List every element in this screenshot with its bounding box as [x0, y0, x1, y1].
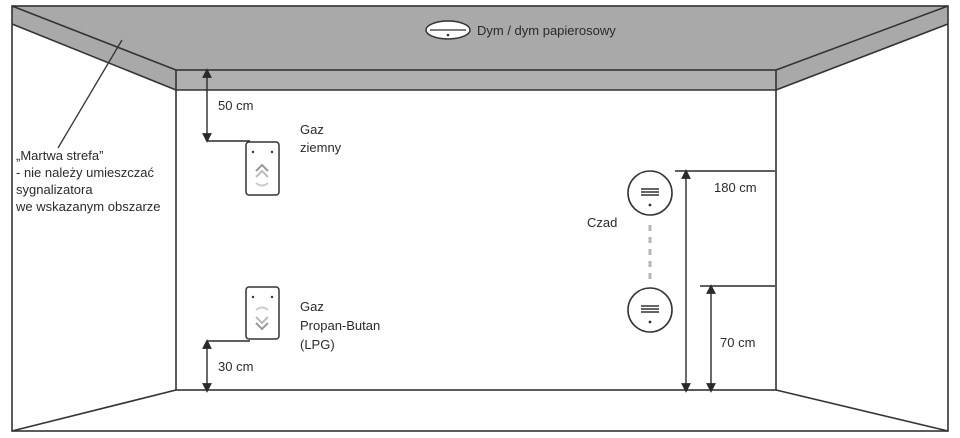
dimension-floor-gap	[202, 339, 250, 393]
lpg-detector-icon	[245, 286, 280, 340]
dead-zone-line: we wskazanym obszarze	[16, 199, 161, 214]
smoke-detector-icon	[425, 20, 471, 40]
dead-zone-pointer	[57, 39, 123, 149]
lpg-label-line1: Gaz	[300, 299, 324, 314]
co-detector-upper-icon	[627, 170, 673, 216]
dimension-label-co-lower: 70 cm	[720, 335, 756, 350]
smoke-label: Dym / dym papierosowy	[477, 23, 616, 38]
dimension-ceiling-gap	[202, 68, 250, 143]
dead-zone-line: - nie należy umieszczać	[16, 165, 154, 180]
dimension-co-lower	[700, 284, 775, 393]
co-label: Czad	[587, 215, 618, 230]
room-outline	[11, 5, 949, 432]
natural-gas-label-line1: Gaz	[300, 122, 324, 137]
lpg-label-line2: Propan-Butan	[300, 318, 381, 333]
ceiling-dead-zone	[12, 6, 948, 90]
dimension-label-co-upper: 180 cm	[714, 180, 757, 195]
co-detector-lower-icon	[627, 287, 673, 333]
dead-zone-line: sygnalizatora	[16, 182, 93, 197]
dead-zone-line: „Martwa strefa”	[16, 148, 104, 163]
dimension-label-ceiling-gap: 50 cm	[218, 98, 254, 113]
dimension-co-upper	[675, 169, 775, 393]
lpg-label-line3: (LPG)	[300, 337, 335, 352]
dimension-label-floor-gap: 30 cm	[218, 359, 254, 374]
dead-zone-note: „Martwa strefa” - nie należy umieszczać …	[16, 147, 161, 215]
natural-gas-label-line2: ziemny	[300, 140, 342, 155]
natural-gas-detector-icon	[245, 141, 280, 196]
